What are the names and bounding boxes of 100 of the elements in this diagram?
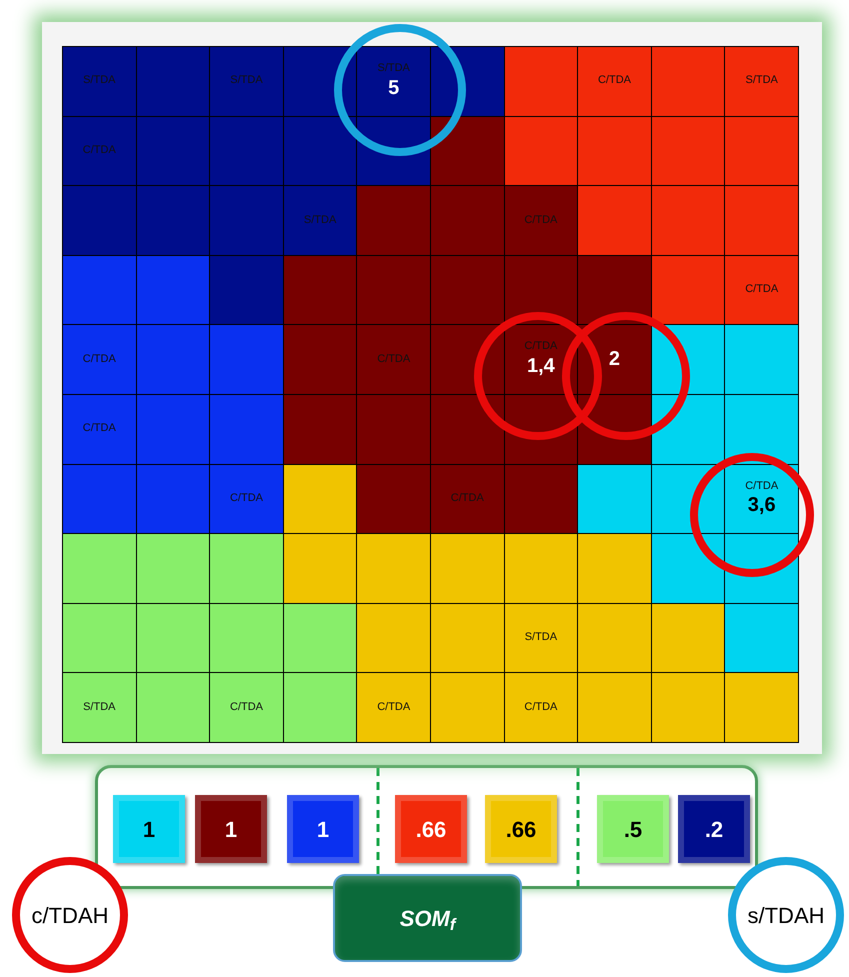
cell-label: S/TDA [524,631,558,645]
grid-cell [62,254,137,326]
callout-number: 3,6 [748,493,776,518]
grid-cell [282,394,358,465]
legend-swatch: .66 [485,795,557,863]
grid-cell [504,672,578,743]
cell-label: S/TDA [230,74,263,88]
cell-label: C/TDA [450,492,484,506]
legend-swatch: .5 [597,795,669,863]
grid-cell [136,602,210,674]
grid-cell [62,533,137,604]
grid-cell [356,464,431,534]
grid-cell [577,533,652,604]
legend-swatch: 1 [195,795,267,863]
grid-cell [430,464,505,534]
grid-cell [724,464,799,534]
grid-cell [577,672,652,743]
grid-cell [62,324,137,395]
grid-cell [724,672,799,743]
cell-label: C/TDA [745,480,778,494]
grid-cell [282,464,358,534]
grid-cell [650,185,726,256]
grid-cell [577,46,652,117]
cell-label: C/TDA [745,283,778,297]
grid-cell [724,324,799,395]
grid-cell [136,324,210,395]
grid-cell [504,46,578,117]
cell-label: C/TDA [524,700,558,715]
cell-label: S/TDA [745,74,778,88]
grid-cell [62,46,137,117]
grid-cell [136,46,210,117]
grid-cell [430,602,505,674]
grid-cell [577,185,652,256]
grid-cell [430,533,505,604]
grid-cell [282,533,358,604]
legend-swatch: .2 [678,795,750,863]
grid-cell [430,116,505,186]
cell-label: C/TDA [598,74,631,88]
grid-cell [356,185,431,256]
ring-label: c/TDAH [12,857,128,973]
cell-label: S/TDA [83,74,116,88]
callout-number: 2 [608,347,620,372]
grid-cell [209,116,284,186]
grid-cell [650,254,726,326]
grid-cell [62,394,137,465]
grid-cell [62,116,137,186]
som-button: SOM$_{f}$ [333,874,522,962]
grid-cell [136,394,210,465]
grid-cell [504,116,578,186]
grid-cell [650,602,726,674]
grid-cell [209,464,284,534]
cell-label: C/TDA [82,422,116,436]
grid-cell [356,533,431,604]
cell-label: C/TDA [82,144,116,158]
grid-cell [209,602,284,674]
grid-cell [430,254,505,326]
grid-cell [650,116,726,186]
grid-cell [62,185,137,256]
grid-cell [209,324,284,395]
grid-cell [282,116,358,186]
cell-label: C/TDA [524,340,558,354]
grid-cell [136,185,210,256]
grid-cell [209,46,284,117]
grid-cell [430,394,505,465]
grid-cell [724,254,799,326]
grid-cell [209,672,284,743]
grid-cell [282,324,358,395]
grid-cell [136,672,210,743]
grid-cell [356,254,431,326]
grid-cell [62,464,137,534]
ring-label: s/TDAH [728,857,844,973]
grid-cell [430,185,505,256]
legend-swatch: 1 [113,795,185,863]
grid-cell [356,672,431,743]
cell-label: C/TDA [82,352,116,367]
grid-cell [209,185,284,256]
grid-cell [62,672,137,743]
grid-cell [577,464,652,534]
grid-cell [136,464,210,534]
cell-label: S/TDA [83,700,116,715]
grid-cell [136,116,210,186]
legend-swatch: .66 [395,795,467,863]
grid-cell [136,254,210,326]
grid-cell [136,533,210,604]
cell-label: S/TDA [304,214,336,228]
grid-cell [504,533,578,604]
grid-cell [209,533,284,604]
callout-number: 5 [388,76,400,101]
cell-label: C/TDA [524,214,558,228]
grid-cell [504,602,578,674]
grid-cell [209,254,284,326]
grid-cell [282,672,358,743]
grid-cell [62,602,137,674]
grid-cell [282,254,358,326]
grid-cell [209,394,284,465]
grid-cell [577,116,652,186]
grid-panel [42,22,822,754]
grid-cell [356,602,431,674]
callout-number: 1,4 [526,354,555,380]
grid-cell [577,602,652,674]
